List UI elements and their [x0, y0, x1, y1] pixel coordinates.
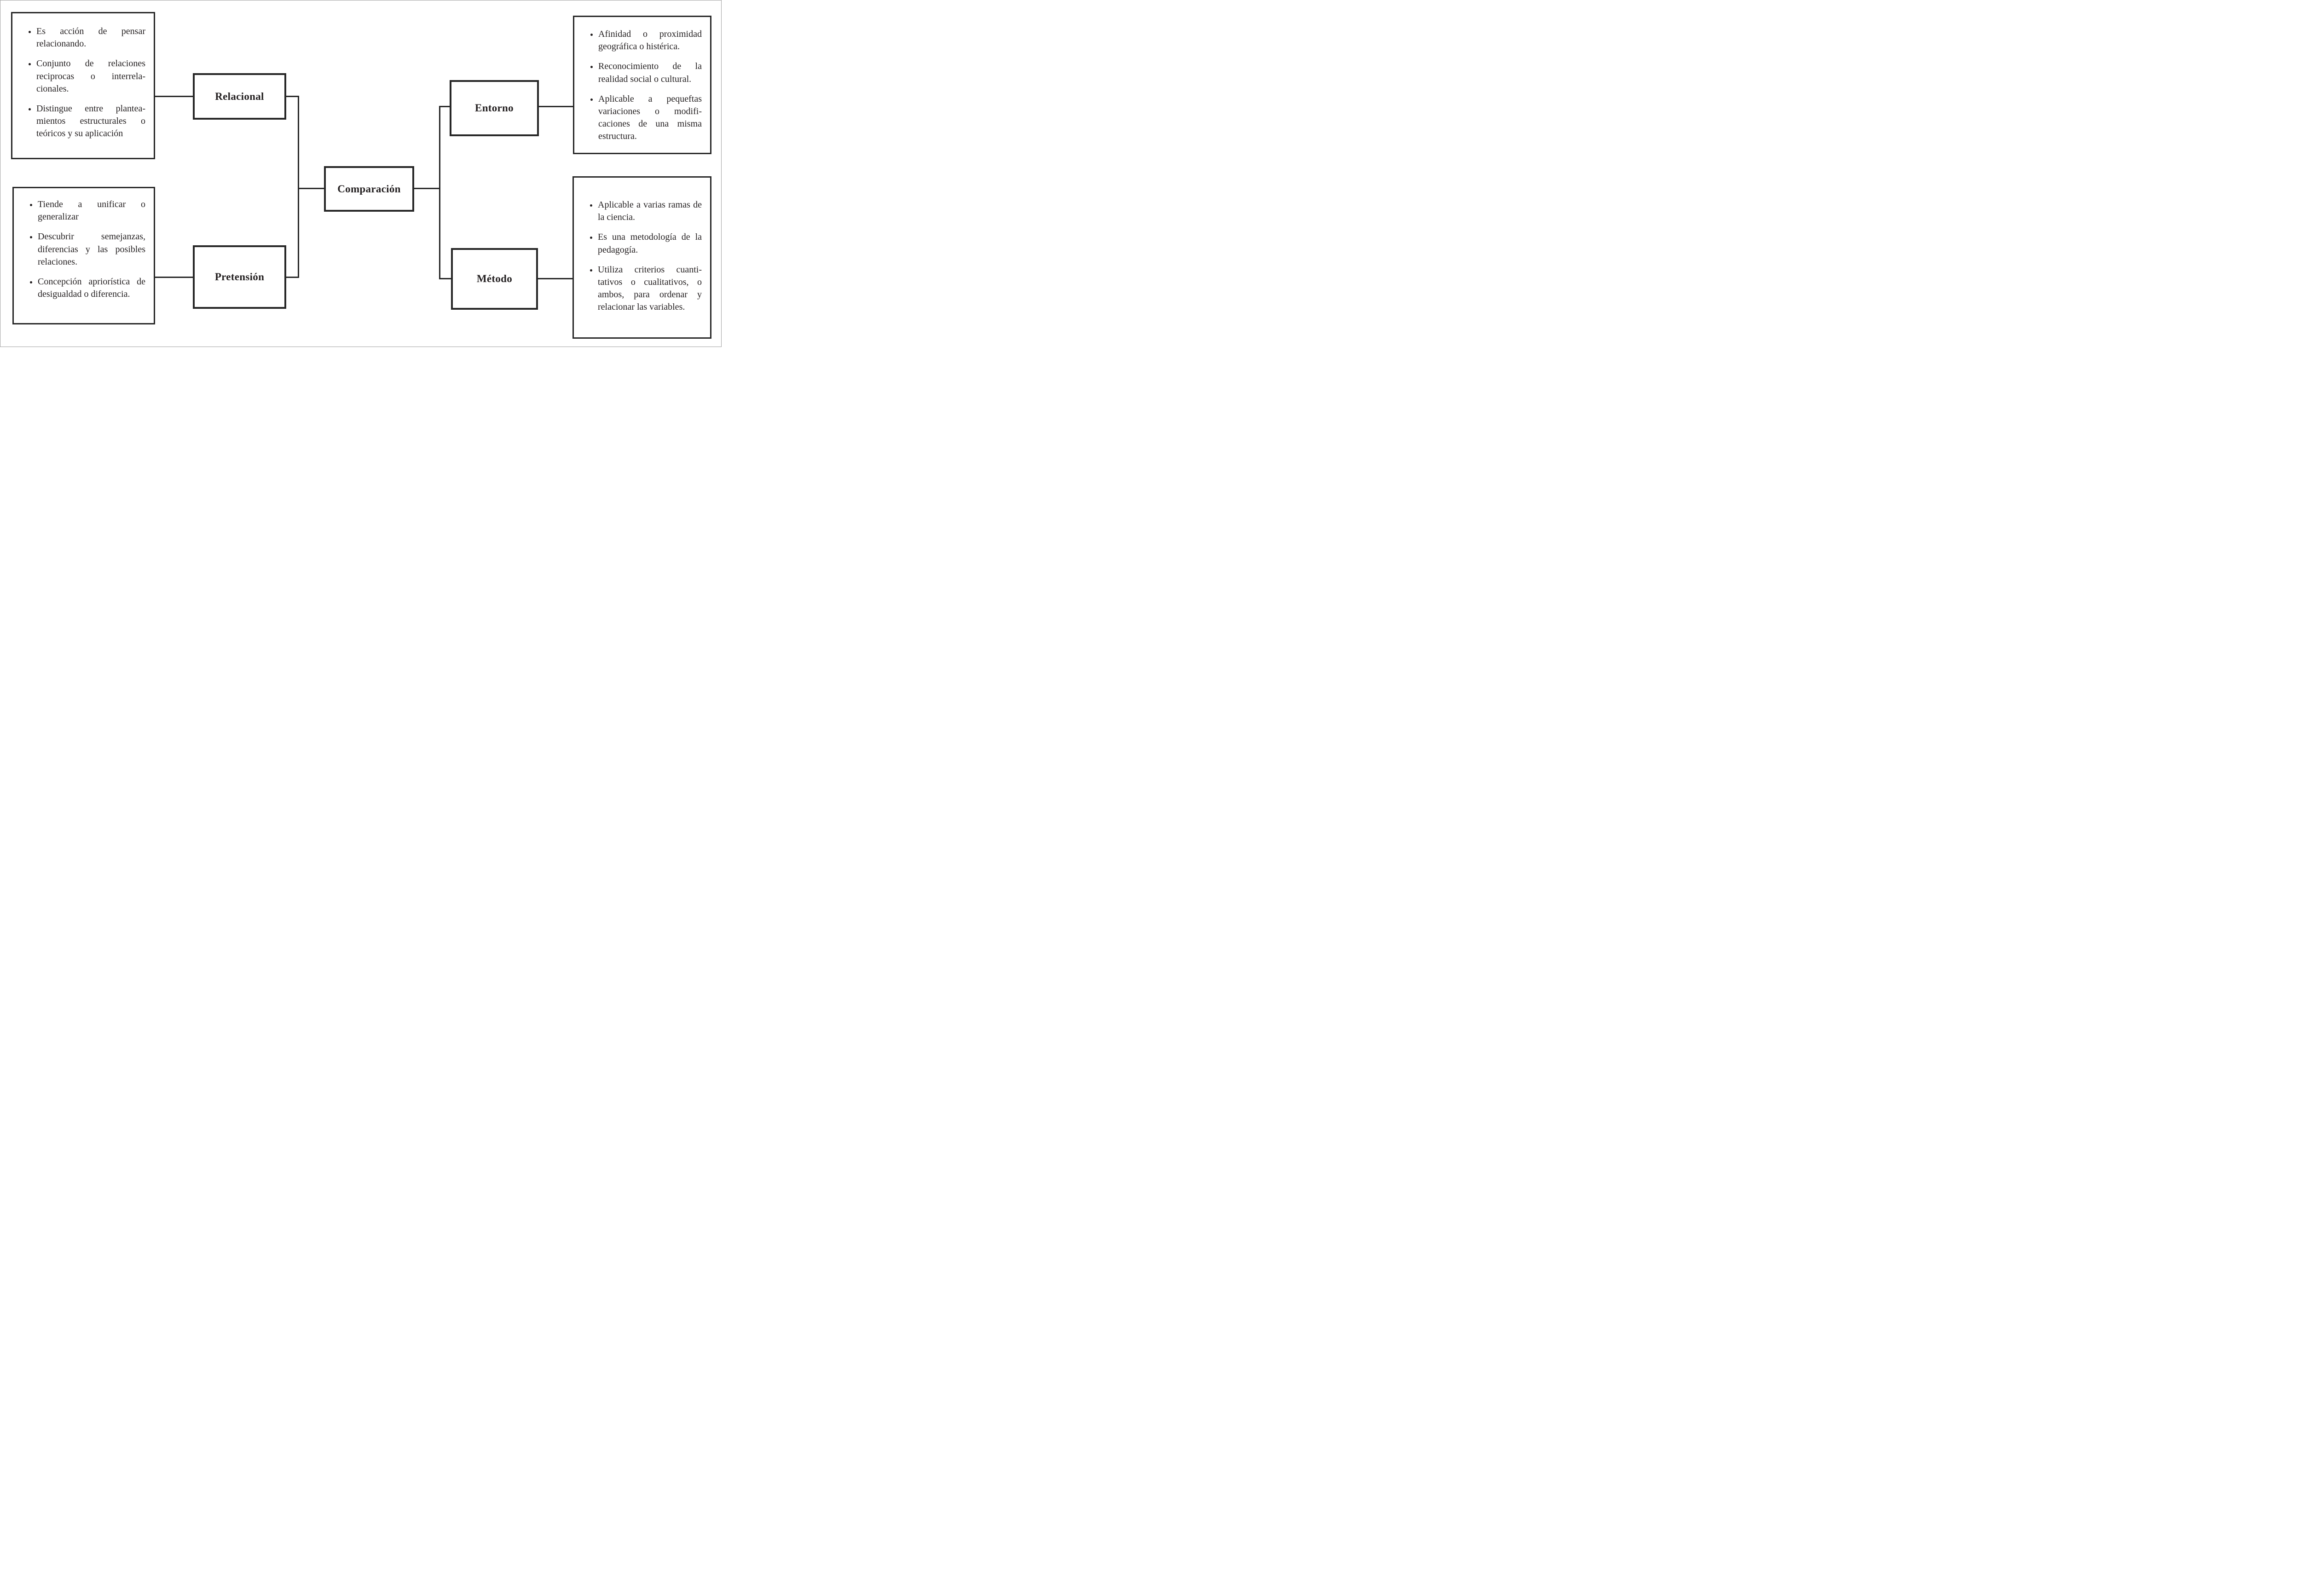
connector-pretensionbox-to-pretension	[155, 277, 193, 278]
connector-left-trunk-to-comparacion	[298, 188, 324, 189]
bullet-item: Aplicable a pequeftas variaciones o modi…	[598, 93, 702, 143]
node-entorno-label: Entorno	[475, 102, 514, 114]
node-relacional: Relacional	[193, 73, 286, 120]
bullet-list-pretension: Tiende a unificar o generalizar Descubri…	[14, 198, 154, 301]
bullet-item: Es acción de pensar relacionando.	[36, 25, 145, 50]
concept-map-canvas: Es acción de pensar relacionando. Conjun…	[0, 0, 722, 347]
node-metodo: Método	[451, 248, 538, 310]
bullet-list-metodo: Aplicable a varias ramas de la ciencia. …	[574, 199, 710, 314]
bullet-box-entorno: Afinidad o proximidad geográfica o histé…	[573, 16, 711, 154]
bullet-item: Afinidad o proximidad geográfica o histé…	[598, 28, 702, 53]
right-trunk-vertical	[439, 106, 440, 279]
node-relacional-label: Relacional	[215, 90, 264, 102]
bullet-item: Utiliza criterios cuanti­tativos o cuali…	[598, 264, 702, 314]
node-pretension: Pretensión	[193, 245, 286, 309]
bullet-item: Reconocimiento de la realidad social o c…	[598, 60, 702, 85]
bullet-item: Tiende a unificar o generalizar	[38, 198, 145, 223]
bullet-list-entorno: Afinidad o proximidad geográfica o histé…	[574, 28, 710, 143]
node-pretension-label: Pretensión	[214, 271, 265, 283]
connector-relacionalbox-to-relacional	[155, 96, 193, 97]
bullet-item: Distingue entre plantea­mientos estructu…	[36, 103, 145, 140]
bullet-list-relacional: Es acción de pensar relacionando. Conjun…	[12, 25, 154, 140]
bullet-item: Es una metodología de la pedagogía.	[598, 231, 702, 256]
connector-right-trunk-to-metodo	[439, 278, 451, 279]
bullet-item: Conjunto de relaciones reciprocas o inte…	[36, 58, 145, 95]
connector-relacional-to-left-trunk	[286, 96, 299, 97]
left-trunk-vertical	[298, 96, 299, 278]
connector-entorno-to-entornobox	[539, 106, 573, 107]
bullet-box-relacional: Es acción de pensar relacionando. Conjun…	[11, 12, 155, 159]
bullet-box-metodo: Aplicable a varias ramas de la ciencia. …	[572, 176, 711, 339]
node-comparacion-label: Comparación	[337, 183, 401, 195]
connector-right-trunk-to-entorno	[439, 106, 450, 107]
connector-comparacion-to-right-trunk	[414, 188, 440, 189]
bullet-item: Concepción apriorís­tica de desigualdad …	[38, 276, 145, 301]
bullet-item: Descubrir semejanzas, diferencias y las …	[38, 231, 145, 268]
node-entorno: Entorno	[450, 80, 539, 136]
node-metodo-label: Método	[476, 273, 513, 284]
bullet-box-pretension: Tiende a unificar o generalizar Descubri…	[12, 187, 155, 324]
connector-pretension-to-left-trunk	[286, 277, 299, 278]
bullet-item: Aplicable a varias ramas de la ciencia.	[598, 199, 702, 224]
connector-metodo-to-metodobox	[538, 278, 572, 279]
node-comparacion: Comparación	[324, 166, 414, 212]
